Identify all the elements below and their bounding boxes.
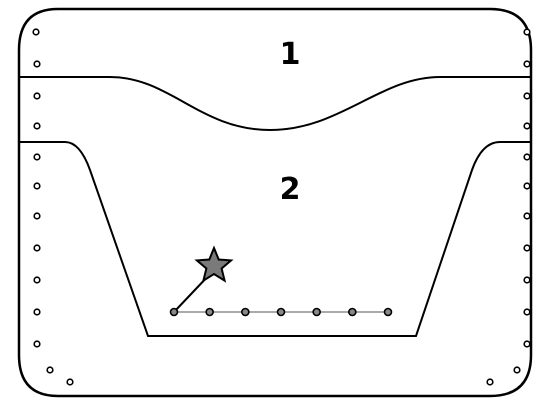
bolt-icon <box>523 340 531 348</box>
bolt-icon <box>523 122 531 130</box>
bolt-icon <box>46 366 54 374</box>
peg-icon <box>348 307 357 317</box>
bolt-icon <box>33 244 41 252</box>
bolt-icon <box>33 182 41 190</box>
zone-2-label: 2 <box>280 172 301 207</box>
bolt-icon <box>33 276 41 284</box>
peg-icon <box>312 307 321 317</box>
bolt-icon <box>33 212 41 220</box>
peg-icon <box>276 307 286 317</box>
peg-icon <box>241 307 250 317</box>
peg-icon <box>205 307 214 317</box>
bolt-icon <box>33 308 41 316</box>
bolt-icon <box>513 366 521 374</box>
bolt-icon <box>33 92 41 100</box>
bolt-icon <box>32 28 40 36</box>
bolt-icon <box>523 60 531 68</box>
bolt-icon <box>33 60 41 68</box>
zone-1-divider <box>19 76 531 132</box>
bolt-icon <box>523 308 531 316</box>
bolt-icon <box>523 182 531 190</box>
bolt-icon <box>523 244 531 252</box>
bolt-icon <box>33 153 41 161</box>
bolt-icon <box>523 212 531 220</box>
zone-1-label: 1 <box>280 37 301 72</box>
board-frame <box>17 7 533 398</box>
bolt-icon <box>33 122 41 130</box>
bolt-icon <box>523 28 531 36</box>
bolt-icon <box>523 153 531 161</box>
zone-2-container <box>19 141 531 337</box>
peg-icon <box>169 307 179 317</box>
peg-icon <box>383 307 393 317</box>
peg-row <box>169 307 393 317</box>
bolt-icon <box>486 378 494 386</box>
bolt-icon <box>33 340 41 348</box>
bolt-icon <box>523 276 531 284</box>
frame-bolts <box>32 28 531 386</box>
bolt-icon <box>523 92 531 100</box>
star-icon[interactable] <box>194 245 234 283</box>
bolt-icon <box>66 378 74 386</box>
